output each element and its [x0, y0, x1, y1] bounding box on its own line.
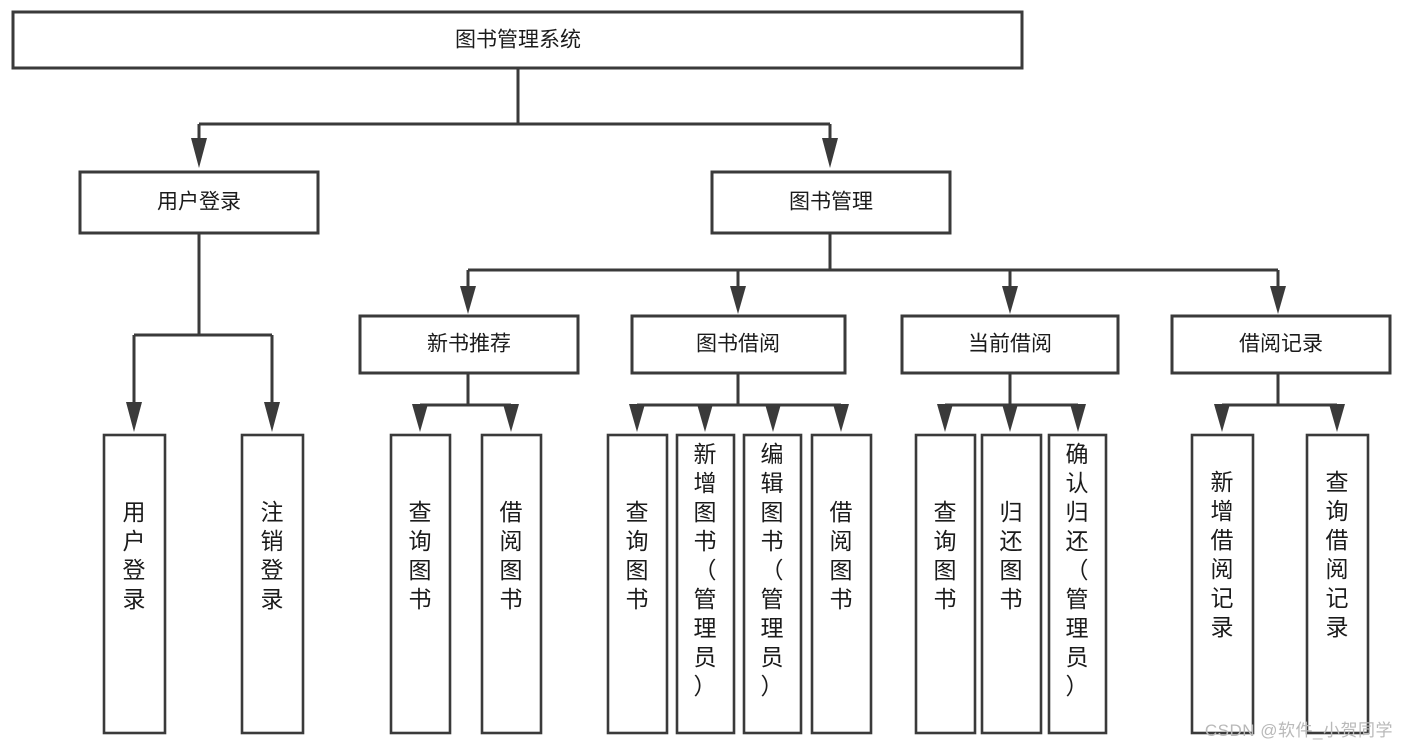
arrowhead-cb-query-book	[937, 404, 953, 432]
node-new-book-recommend[interactable]: 新书推荐	[358, 314, 580, 375]
node-borrow-record-label: 借阅记录	[1239, 333, 1323, 356]
leaf-node-logout[interactable]: 注销登录	[240, 433, 305, 735]
leaf-logout-label: 注销登录	[261, 499, 284, 612]
leaf-cb-query-book-box[interactable]	[914, 433, 977, 735]
leaf-node-bb-borrow-book[interactable]: 借阅图书	[810, 433, 873, 735]
node-borrow-record[interactable]: 借阅记录	[1170, 314, 1392, 375]
leaf-cb-return-book-label: 归还图书	[1000, 499, 1023, 612]
node-root-system[interactable]: 图书管理系统	[11, 10, 1024, 70]
node-user-login[interactable]: 用户登录	[78, 170, 320, 235]
arrowhead-bb-edit-book	[765, 404, 781, 432]
node-user-login-box[interactable]	[78, 170, 320, 235]
leaf-cb-confirm-return-label: 确认归还（管理员）	[1066, 441, 1089, 699]
node-current-borrow[interactable]: 当前借阅	[900, 314, 1120, 375]
arrowhead-book-borrow	[730, 286, 746, 314]
leaf-bb-borrow-book-box[interactable]	[810, 433, 873, 735]
leaf-bb-add-book-label: 新增图书（管理员）	[694, 441, 717, 699]
node-root-box[interactable]	[11, 10, 1024, 70]
leaf-node-user-login[interactable]: 用户登录	[102, 433, 167, 735]
leaf-cb-confirm-return-box[interactable]	[1047, 433, 1108, 735]
leaf-node-bb-query-book[interactable]: 查询图书	[606, 433, 669, 735]
arrowhead-bb-add-book	[697, 404, 713, 432]
leaf-bb-edit-book-label: 编辑图书（管理员）	[761, 441, 784, 699]
node-new-book-recommend-label: 新书推荐	[427, 333, 511, 356]
arrowhead-book-mgmt	[822, 138, 838, 168]
leaf-node-nbr-query-book[interactable]: 查询图书	[389, 433, 452, 735]
connector-group-book-borrow	[629, 373, 849, 432]
leaf-cb-return-book-box[interactable]	[980, 433, 1043, 735]
leaf-br-add-record-box[interactable]	[1190, 433, 1255, 735]
arrowhead-current-borrow	[1002, 286, 1018, 314]
arrowhead-bb-borrow-book	[833, 404, 849, 432]
connector-group-new-book-rec	[412, 373, 519, 432]
leaf-bb-edit-book-box[interactable]	[742, 433, 803, 735]
node-book-borrow[interactable]: 图书借阅	[630, 314, 847, 375]
leaf-br-query-record-box[interactable]	[1305, 433, 1370, 735]
arrowhead-nbr-borrow-book	[503, 404, 519, 432]
connector-group-book-mgmt	[460, 233, 1286, 314]
leaf-br-query-record-label: 查询借阅记录	[1326, 469, 1349, 640]
node-borrow-record-box[interactable]	[1170, 314, 1392, 375]
leaf-bb-query-book-box[interactable]	[606, 433, 669, 735]
leaf-user-login-label: 用户登录	[123, 499, 146, 612]
leaf-nbr-borrow-book-label: 借阅图书	[500, 499, 523, 612]
node-current-borrow-label: 当前借阅	[968, 333, 1052, 356]
arrowhead-bb-query-book	[629, 404, 645, 432]
leaf-node-bb-add-book[interactable]: 新增图书（管理员）	[675, 433, 736, 735]
node-book-borrow-label: 图书借阅	[696, 333, 780, 356]
leaf-node-nbr-borrow-book[interactable]: 借阅图书	[480, 433, 543, 735]
node-book-management-label: 图书管理	[789, 191, 873, 214]
leaf-logout-box[interactable]	[240, 433, 305, 735]
leaf-node-cb-confirm-return[interactable]: 确认归还（管理员）	[1047, 433, 1108, 735]
arrowhead-leaf-user-login	[126, 402, 142, 432]
leaf-node-bb-edit-book[interactable]: 编辑图书（管理员）	[742, 433, 803, 735]
arrowhead-new-book-rec	[460, 286, 476, 314]
leaf-bb-add-book-box[interactable]	[675, 433, 736, 735]
leaf-nbr-query-book-box[interactable]	[389, 433, 452, 735]
node-current-borrow-box[interactable]	[900, 314, 1120, 375]
connector-group-current-borrow	[937, 373, 1086, 432]
leaf-bb-query-book-label: 查询图书	[626, 499, 649, 612]
arrowhead-cb-return-book	[1002, 404, 1018, 432]
watermark-text: CSDN @软件_小贺同学	[1204, 721, 1393, 740]
node-book-borrow-box[interactable]	[630, 314, 847, 375]
node-book-management-box[interactable]	[710, 170, 952, 235]
leaf-node-br-add-record[interactable]: 新增借阅记录	[1190, 433, 1255, 735]
leaf-user-login-box[interactable]	[102, 433, 167, 735]
leaf-br-add-record-label: 新增借阅记录	[1211, 469, 1234, 640]
leaf-nbr-query-book-label: 查询图书	[409, 499, 432, 612]
node-book-management[interactable]: 图书管理	[710, 170, 952, 235]
arrowhead-leaf-logout	[264, 402, 280, 432]
connector-group-borrow-record	[1214, 373, 1345, 432]
leaf-cb-query-book-label: 查询图书	[934, 499, 957, 612]
arrowhead-user-login	[191, 138, 207, 168]
arrowhead-br-query-record	[1329, 404, 1345, 432]
node-user-login-label: 用户登录	[157, 191, 241, 214]
arrowhead-br-add-record	[1214, 404, 1230, 432]
connector-group-root	[191, 68, 838, 168]
arrowhead-borrow-record	[1270, 286, 1286, 314]
leaf-node-cb-return-book[interactable]: 归还图书	[980, 433, 1043, 735]
node-root-label: 图书管理系统	[455, 29, 581, 52]
connector-group-user-login	[126, 233, 280, 432]
leaf-nbr-borrow-book-box[interactable]	[480, 433, 543, 735]
arrowhead-cb-confirm-return	[1070, 404, 1086, 432]
leaf-node-br-query-record[interactable]: 查询借阅记录	[1305, 433, 1370, 735]
arrowhead-nbr-query-book	[412, 404, 428, 432]
leaf-bb-borrow-book-label: 借阅图书	[830, 499, 853, 612]
leaf-node-cb-query-book[interactable]: 查询图书	[914, 433, 977, 735]
node-new-book-recommend-box[interactable]	[358, 314, 580, 375]
